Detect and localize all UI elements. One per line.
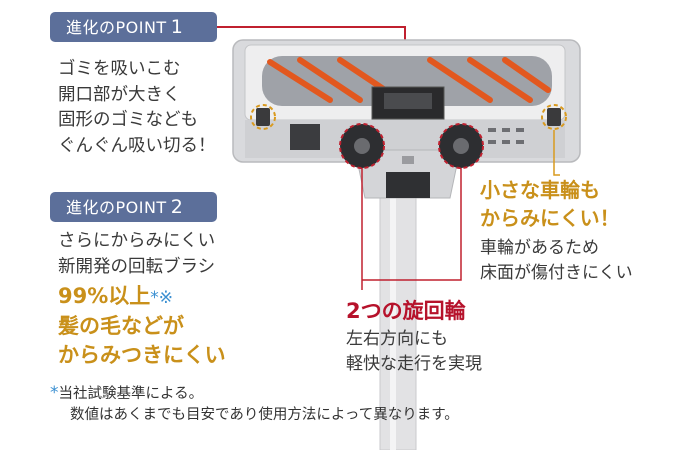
wheels-description: 車輪があるため 床面が傷付きにくい	[480, 236, 633, 286]
small-wheel-right	[541, 104, 567, 130]
swivel-line: 軽快な走行を実現	[346, 354, 482, 374]
swivel-wheel-left	[339, 123, 385, 169]
swivel-line: 左右方向にも	[346, 329, 448, 349]
swivel-description: 左右方向にも 軽快な走行を実現	[346, 327, 482, 377]
footnote-line1: *当社試験基準による。	[50, 383, 203, 404]
percent-text: 99%以上	[58, 284, 151, 308]
point1-line: 固形のゴミなども	[58, 110, 198, 130]
point1-badge-number: 1	[170, 16, 184, 38]
small-wheel-left	[250, 104, 276, 130]
asterisk-mark: *※	[150, 288, 174, 308]
point2-badge-number: 2	[170, 196, 184, 218]
wheels-title-line1: 小さな車輪も	[480, 178, 600, 202]
left-vent	[290, 124, 320, 150]
footnote-line2: 数値はあくまでも目安であり使用方法によって異なります。	[70, 407, 459, 423]
wheels-line: 床面が傷付きにくい	[480, 263, 633, 283]
point2-description: さらにからみにくい 新開発の回転ブラシ	[58, 229, 215, 280]
point1-line: 開口部が大きく	[58, 84, 181, 105]
point2-line: さらにからみにくい	[58, 231, 216, 251]
leader-line-wheels	[553, 130, 560, 176]
point2-highlight-percent: 99%以上*※	[58, 282, 173, 312]
swivel-title: 2つの旋回輪	[346, 299, 466, 323]
swivel-wheel-right	[438, 123, 484, 169]
suction-opening-inner	[384, 93, 432, 109]
point1-line: ゴミを吸いこむ	[58, 59, 181, 79]
footnote-asterisk: *	[50, 383, 59, 403]
point1-line: ぐんぐん吸い切る！	[58, 135, 216, 156]
pipe	[379, 195, 417, 450]
point2-line: 新開発の回転ブラシ	[58, 256, 216, 277]
neck-joint	[386, 172, 430, 198]
brush-bristles	[267, 57, 551, 103]
leader-line-swivel-right	[362, 168, 462, 281]
right-vents	[488, 128, 524, 144]
point2-badge-label: 進化のPOINT	[66, 198, 167, 217]
point2-highlight-line2: 髪の毛などが	[58, 314, 184, 338]
footnote-text1: 当社試験基準による。	[58, 386, 204, 402]
wheels-line: 車輪があるため	[480, 238, 599, 258]
neck-slot	[402, 156, 414, 164]
point2-highlight-line3: からみつきにくい	[58, 343, 226, 367]
wheels-title-line2: からみにくい！	[480, 206, 620, 230]
point1-description: ゴミを吸いこむ 開口部が大きく 固形のゴミなども ぐんぐん吸い切る！	[58, 57, 216, 159]
point1-badge-label: 進化のPOINT	[66, 18, 167, 37]
pipe-highlight	[390, 196, 396, 450]
